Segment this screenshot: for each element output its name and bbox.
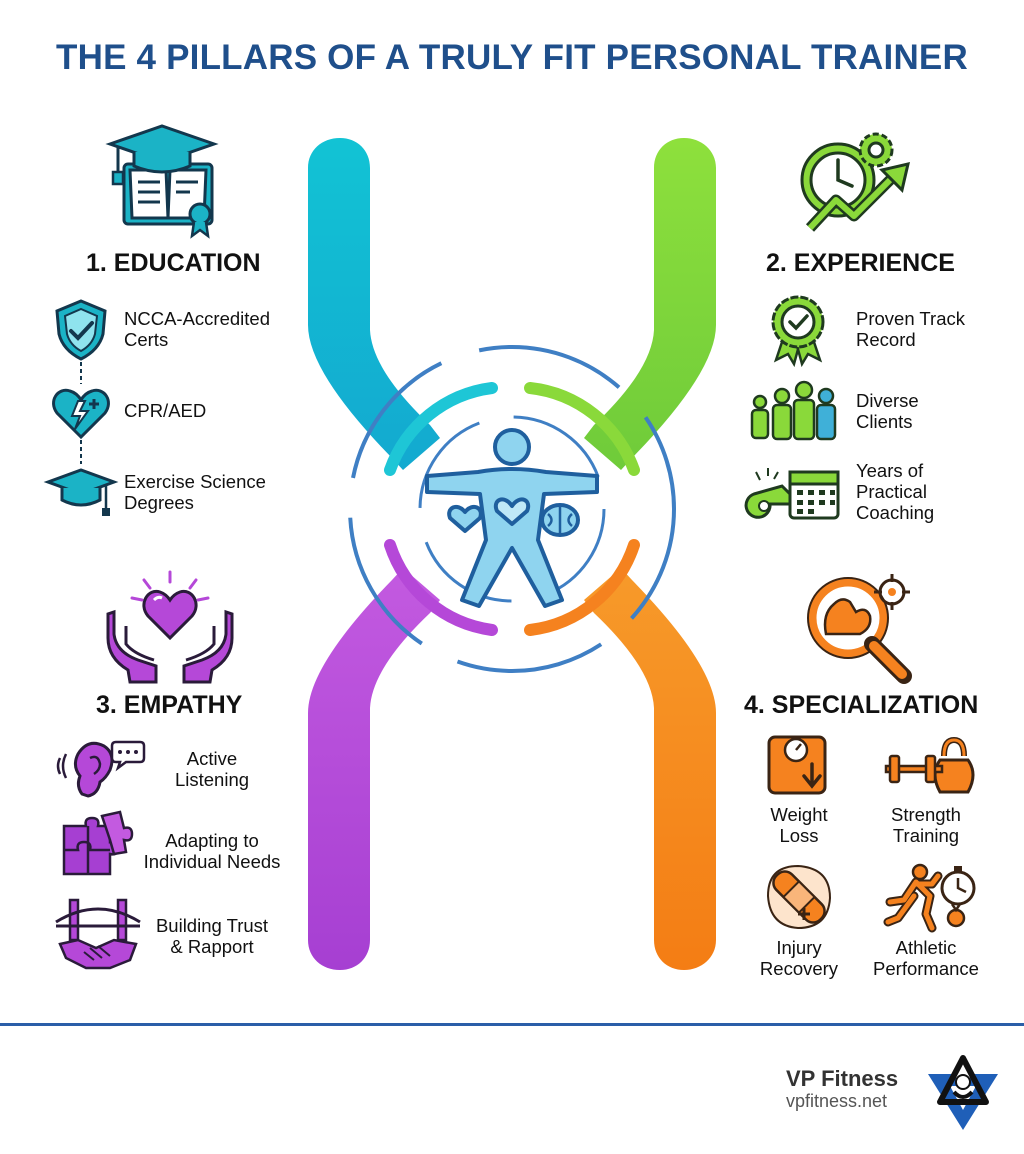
bandage-icon: [766, 864, 832, 930]
vp-fitness-logo-icon: [928, 1055, 998, 1130]
list-item-education-1: NCCA-Accredited Certs: [124, 308, 270, 350]
hands-heart-icon: [106, 570, 234, 684]
puzzle-icon: [62, 810, 134, 876]
graduation-book-icon: [105, 124, 219, 239]
pillar-specialization-shape: [584, 568, 716, 970]
pillar-title-experience: 2. EXPERIENCE: [766, 249, 955, 277]
scale-icon: [767, 735, 827, 795]
runner-stopwatch-icon: [883, 863, 976, 933]
pillar-education-shape: [308, 138, 440, 470]
list-item-specialization-2: Strength Training: [891, 804, 961, 846]
pillars-diagram: [308, 138, 716, 970]
award-badge-icon: [771, 295, 825, 368]
pillar-empathy-shape: [308, 568, 440, 970]
heart-pulse-icon: [52, 388, 110, 440]
people-group-icon: [750, 380, 837, 441]
list-item-experience-1: Proven Track Record: [856, 308, 965, 350]
list-item-specialization-1: Weight Loss: [770, 804, 828, 846]
graduation-cap-icon: [43, 468, 119, 516]
pillar-title-education: 1. EDUCATION: [86, 249, 261, 277]
ear-speech-icon: [56, 740, 146, 798]
list-item-empathy-1: Active Listening: [174, 748, 250, 790]
muscle-magnifier-icon: [807, 574, 912, 684]
list-item-empathy-3: Building Trust & Rapport: [155, 915, 269, 957]
list-item-experience-3: Years of Practical Coaching: [856, 460, 935, 523]
bridge-handshake-icon: [55, 898, 141, 970]
list-item-specialization-3: Injury Recovery: [759, 937, 839, 979]
dumbbell-kettlebell-icon: [884, 736, 975, 794]
footer-brand-url[interactable]: vpfitness.net: [786, 1091, 888, 1111]
human-figure-heart-brain-icon: [425, 428, 599, 608]
whistle-calendar-icon: [744, 468, 840, 520]
list-item-education-2: CPR/AED: [124, 400, 207, 421]
clock-gear-growth-icon: [800, 132, 911, 232]
pillar-title-empathy: 3. EMPATHY: [96, 691, 243, 719]
list-item-experience-2: Diverse Clients: [856, 390, 919, 432]
footer-divider: [0, 1023, 1024, 1026]
list-item-specialization-4: Athletic Performance: [873, 937, 979, 979]
footer-brand-name: VP Fitness: [786, 1066, 899, 1091]
page-title: THE 4 PILLARS OF A TRULY FIT PERSONAL TR…: [56, 38, 968, 77]
pillar-title-specialization: 4. SPECIALIZATION: [744, 691, 979, 719]
shield-check-icon: [55, 299, 107, 361]
list-item-empathy-2: Adapting to Individual Needs: [143, 830, 281, 872]
list-item-education-3: Exercise Science Degrees: [124, 471, 266, 513]
pillar-experience-shape: [584, 138, 716, 470]
